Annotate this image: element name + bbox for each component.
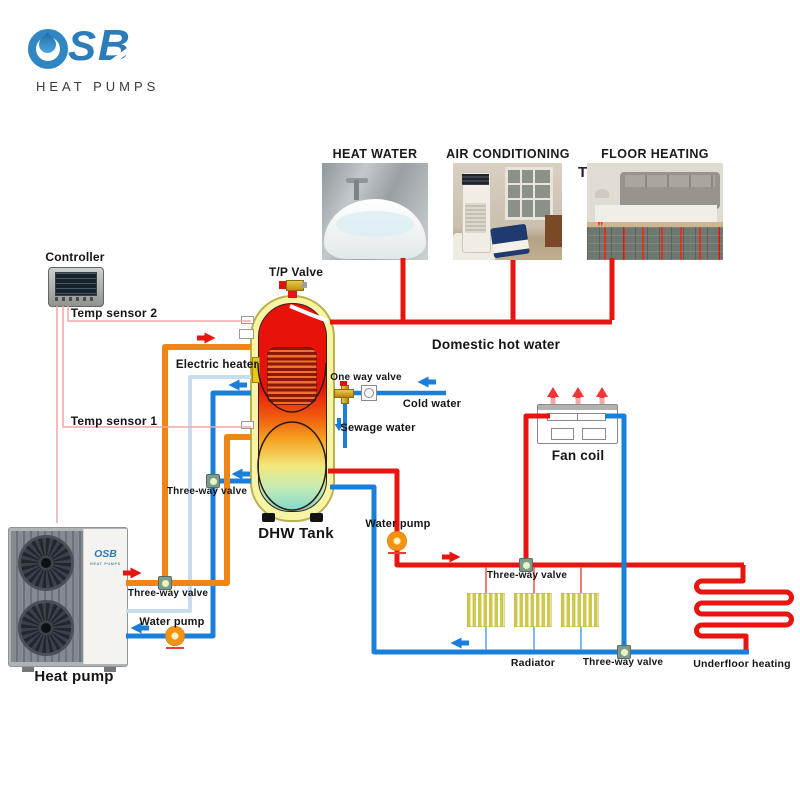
tank-foot [310, 513, 323, 522]
water-pump-icon [388, 532, 406, 550]
fan-coil-vent [582, 428, 606, 440]
three-way-valve-label: Three-way valve [582, 657, 664, 668]
hot-flow-arrow-icons [123, 332, 461, 579]
fan-coil-heat-arrow-icons [547, 387, 608, 404]
controller-device [48, 267, 104, 307]
sensor-wires [56, 306, 251, 523]
heat-pump-brand-name: OSB [94, 548, 117, 560]
wood-floor-image [587, 222, 723, 229]
drain-valve-handle-icon [340, 381, 347, 386]
radiator-branch-lines [485, 567, 582, 650]
ac-vent-image [462, 174, 489, 185]
sewage-down-arrow-icon [334, 418, 344, 431]
water-pump-mark [166, 647, 184, 649]
fan-coil-label: Fan coil [551, 448, 605, 463]
bath-water-image [336, 211, 414, 237]
sofa-cushions-image [625, 175, 715, 187]
logo-letter-s: S [68, 22, 97, 69]
three-way-valve-label: Three-way valve [166, 486, 248, 497]
pale-blue-circuit-pipe [126, 375, 251, 613]
controller-buttons [55, 297, 95, 301]
tp-valve-cap-icon [279, 281, 286, 289]
three-way-valve-icon [519, 558, 533, 572]
radiator-unit [514, 593, 552, 627]
tp-valve-outlet-icon [302, 282, 307, 288]
faucet-stem-image [354, 180, 359, 200]
temp-sensor-2-label: Temp sensor 2 [70, 306, 158, 320]
table-image [545, 215, 562, 247]
water-pump-label: Water pump [365, 518, 431, 530]
water-pump-icon [166, 627, 184, 645]
heating-return-pipe-blue [330, 413, 749, 655]
water-pump-label: Water pump [139, 616, 205, 628]
tank-heat-exchanger-coil [267, 347, 317, 405]
photo-floor-heating: ” [587, 163, 723, 260]
fan-coil-vent [551, 428, 574, 440]
radiator-unit [561, 593, 599, 627]
photo-air-conditioning [453, 163, 562, 260]
heat-pump-unit: OSB HEAT PUMPS [8, 527, 128, 667]
ac-grille-image [465, 203, 486, 233]
electric-heater-element [252, 357, 260, 383]
sewage-water-label: Sewage water [340, 422, 416, 434]
domestic-hot-water-pipe [330, 258, 615, 325]
fan-coil-unit [537, 404, 618, 444]
tank-port-stub [239, 329, 254, 339]
dhw-tank-vessel [258, 303, 327, 512]
tank-port-stub [241, 316, 254, 324]
hot-circuit-pipe-orange [126, 344, 251, 586]
three-way-valve-label: Three-way valve [486, 570, 568, 581]
one-way-valve-label: One way valve [330, 372, 402, 383]
dhw-tank-label: DHW Tank [258, 525, 334, 542]
cold-water-label: Cold water [402, 398, 462, 410]
heat-pump-side-panel: OSB HEAT PUMPS [83, 529, 127, 664]
three-way-valve-icon [206, 474, 220, 488]
floor-heating-pipes-image [587, 227, 723, 260]
window-image [505, 167, 553, 220]
drain-valve-body-icon [334, 389, 354, 398]
heat-pump-label: Heat pump [34, 668, 114, 685]
water-pump-mark [388, 552, 406, 554]
three-way-valve-icon [158, 576, 172, 590]
radiator-label: Radiator [510, 657, 556, 669]
temp-sensor-1-label: Temp sensor 1 [70, 414, 158, 428]
controller-label: Controller [45, 250, 105, 264]
stool-image [595, 189, 609, 198]
photo-title-heat-water: HEAT WATER [332, 147, 418, 161]
controller-screen [55, 272, 97, 296]
photo-title-floor-heating: FLOOR HEATING [601, 147, 709, 161]
brand-logo: S B HEAT PUMPS [18, 18, 178, 108]
tank-dip-tube [289, 304, 329, 323]
tank-chamber-outlines [257, 362, 327, 511]
radiator-unit [467, 593, 505, 627]
tp-valve-label: T/P Valve [268, 265, 324, 279]
tank-port-stub [241, 421, 254, 429]
underfloor-heating-coil [694, 565, 794, 652]
tank-foot [262, 513, 275, 522]
photo-title-air-conditioning: AIR CONDITIONING [446, 147, 570, 161]
one-way-valve-icon [361, 385, 377, 401]
heat-pump-foot [22, 667, 34, 672]
fan-icon [18, 600, 74, 656]
underfloor-heating-label: Underfloor heating [693, 658, 791, 670]
floor-mat-image [595, 205, 717, 224]
heat-pump-brand-mark: OSB HEAT PUMPS [84, 549, 127, 569]
heat-pump-brand-tagline: HEAT PUMPS [90, 562, 121, 566]
domestic-hot-water-label: Domestic hot water [431, 337, 561, 352]
photo-heat-water [322, 163, 428, 260]
heating-supply-pipe-red [328, 413, 794, 652]
three-way-valve-icon [617, 645, 631, 659]
fan-icon [18, 535, 74, 591]
three-way-valve-label: Three-way valve [127, 588, 209, 599]
red-marks-image: ” [597, 219, 604, 234]
heat-pump-foot [104, 667, 116, 672]
logo-tagline: HEAT PUMPS [36, 79, 160, 94]
fan-coil-top-bar [538, 405, 617, 410]
cold-flow-arrow-icons [130, 376, 469, 649]
tp-valve-riser [288, 287, 297, 298]
stray-letter: T [578, 164, 588, 181]
electric-heater-label: Electric heater [175, 359, 259, 371]
